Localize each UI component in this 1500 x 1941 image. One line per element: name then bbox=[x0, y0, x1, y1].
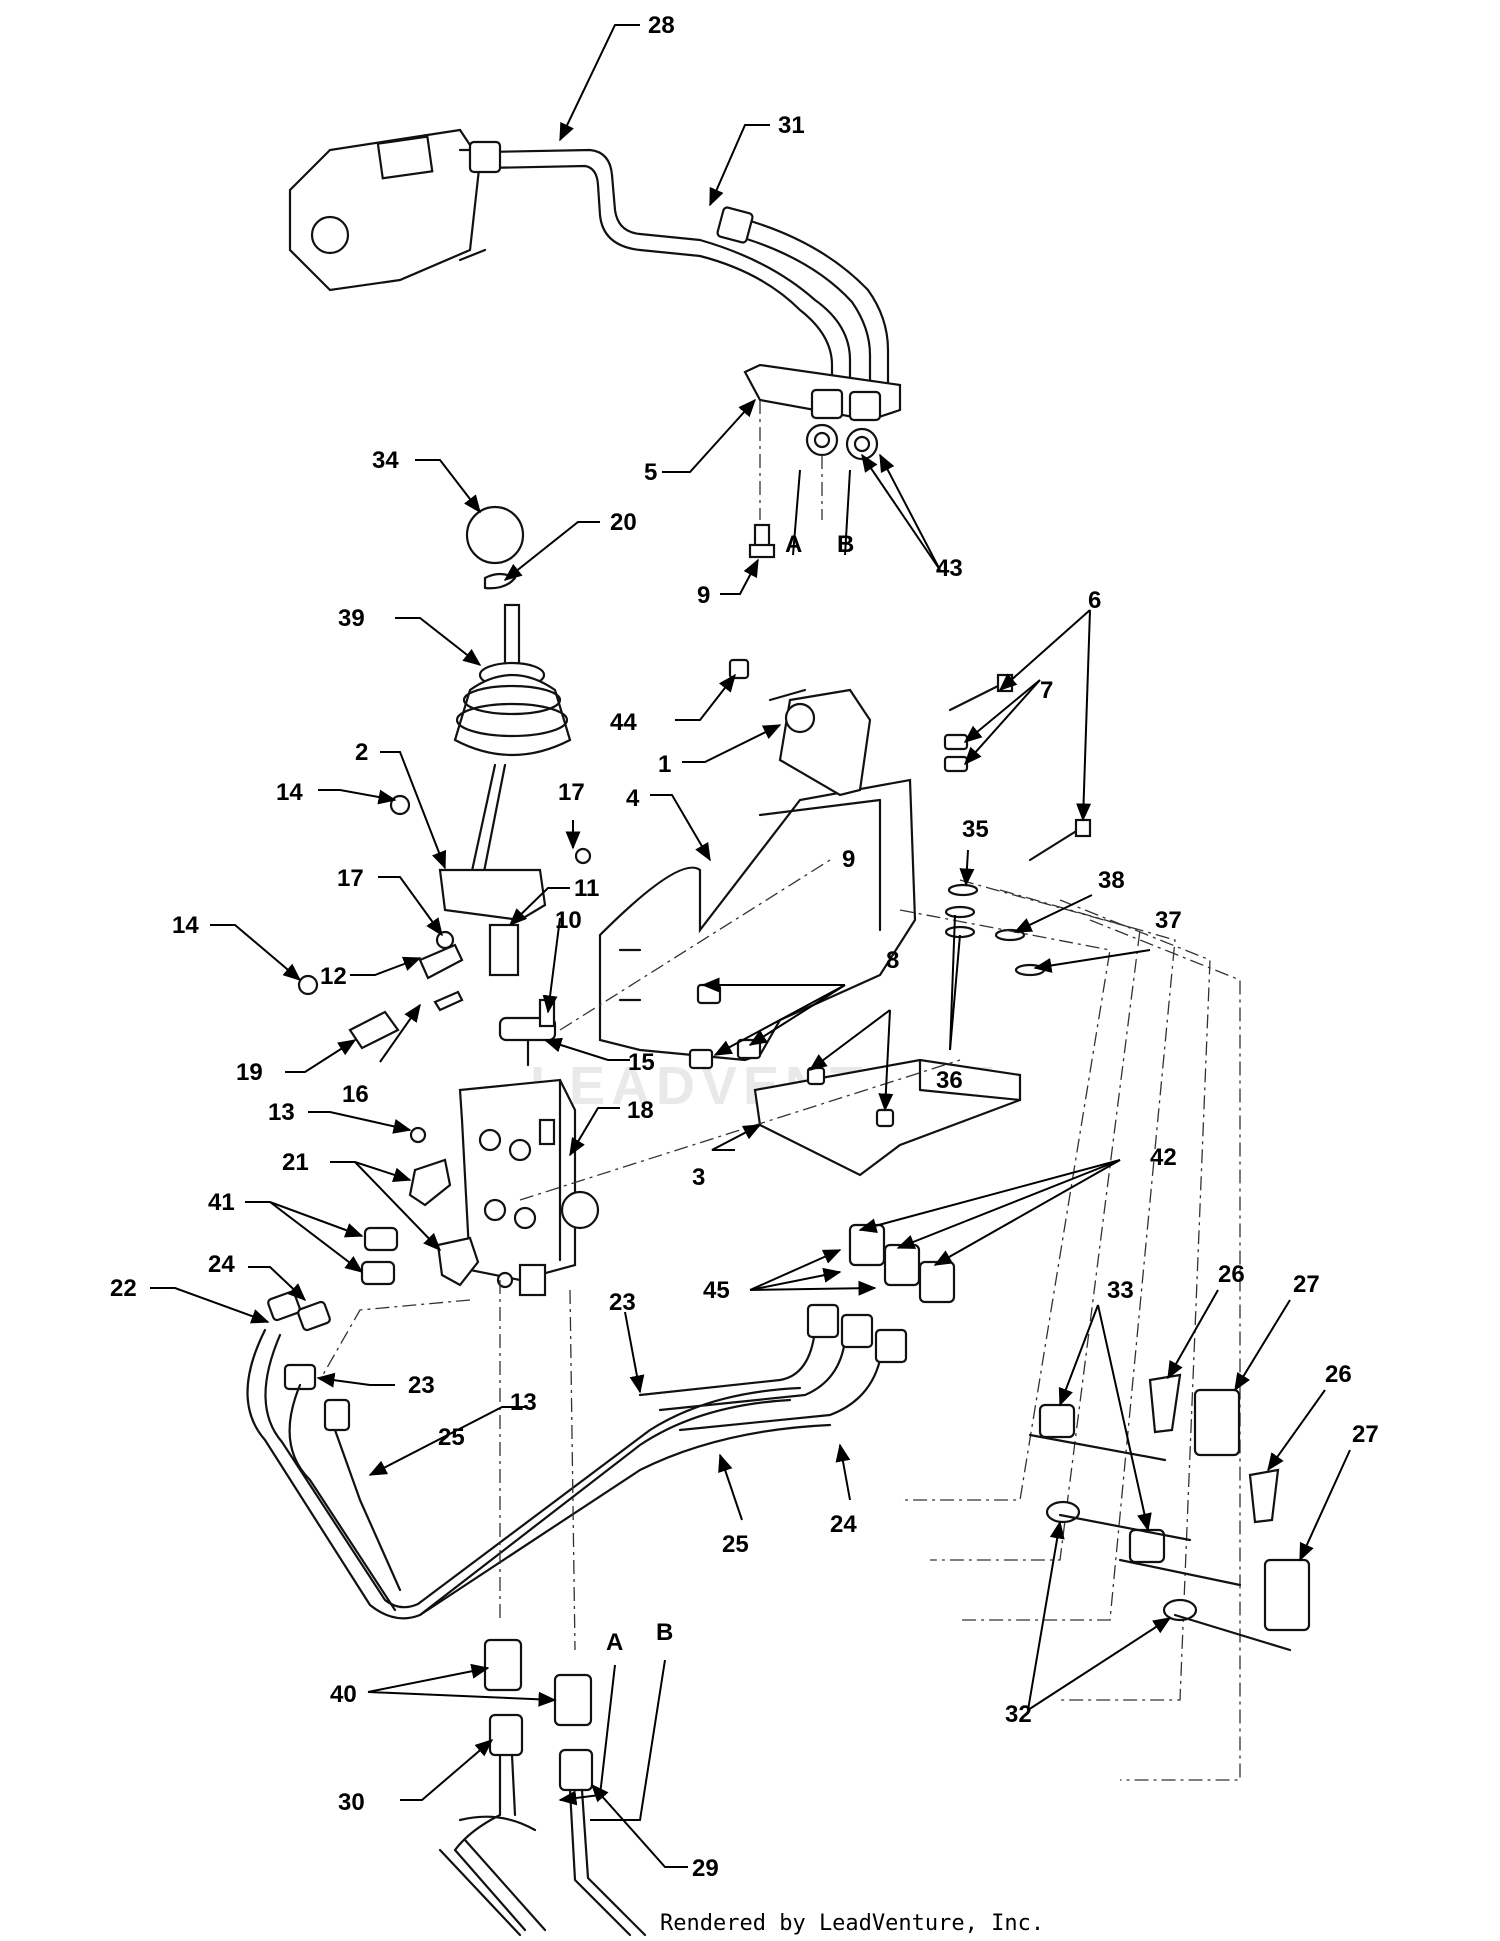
callout-11: 11 bbox=[574, 875, 599, 902]
clamps-part-32 bbox=[1045, 1500, 1292, 1652]
screws-part-7 bbox=[943, 733, 969, 773]
callout-6: 6 bbox=[1088, 587, 1101, 614]
callout-16: 16 bbox=[342, 1081, 369, 1108]
callout-12: 12 bbox=[320, 963, 347, 990]
callout-5: 5 bbox=[644, 459, 657, 486]
spacer-part-44 bbox=[728, 658, 750, 680]
callout-37: 37 bbox=[1155, 907, 1182, 934]
render-credit: Rendered by LeadVenture, Inc. bbox=[660, 1911, 1044, 1936]
callout-leaders bbox=[150, 24, 1351, 1868]
callout-24-lower: 24 bbox=[830, 1511, 857, 1538]
callout-17-lower: 17 bbox=[337, 865, 364, 892]
callout-24-upper: 24 bbox=[208, 1251, 235, 1278]
callout-14-lower: 14 bbox=[172, 912, 199, 939]
port-label-a-top: A bbox=[785, 531, 802, 558]
callout-1: 1 bbox=[658, 751, 671, 778]
pressure-lines-28-31 bbox=[468, 140, 890, 397]
bolt-part-19 bbox=[348, 1010, 400, 1050]
tube-part-29 bbox=[438, 1748, 647, 1937]
callout-7: 7 bbox=[1040, 677, 1053, 704]
callout-34: 34 bbox=[372, 447, 399, 474]
callout-45: 45 bbox=[703, 1277, 730, 1304]
fittings-part-41 bbox=[360, 1226, 399, 1286]
callout-42: 42 bbox=[1150, 1144, 1177, 1171]
callout-2: 2 bbox=[355, 739, 368, 766]
callout-4: 4 bbox=[626, 785, 640, 812]
cover-plate-part-4 bbox=[598, 778, 917, 1062]
nut-part-14-lower bbox=[297, 974, 319, 996]
callout-23-upper: 23 bbox=[609, 1289, 636, 1316]
ring-part-17-upper bbox=[574, 847, 592, 865]
callout-26-upper: 26 bbox=[1218, 1261, 1245, 1288]
callout-30: 30 bbox=[338, 1789, 365, 1816]
callout-32: 32 bbox=[1005, 1701, 1032, 1728]
block-part-11 bbox=[488, 923, 520, 977]
port-label-b-bottom: B bbox=[656, 1619, 673, 1646]
callout-27-lower: 27 bbox=[1352, 1421, 1379, 1448]
lever-part-2 bbox=[438, 763, 547, 922]
elbow-fittings-part-21 bbox=[408, 1158, 480, 1287]
hose-lines-22-25 bbox=[246, 1290, 908, 1620]
clamp-insert-part-26-upper bbox=[1148, 1373, 1182, 1434]
callout-19: 19 bbox=[236, 1059, 263, 1086]
port-label-b-top: B bbox=[837, 531, 854, 558]
callout-39: 39 bbox=[338, 605, 365, 632]
screw-part-13-lower bbox=[496, 1271, 514, 1289]
bolt-part-8-b bbox=[875, 1108, 895, 1128]
callout-labels: 28 31 5 34 20 A B 43 9 39 6 7 44 1 4 2 1… bbox=[110, 12, 1379, 1882]
washer-part-35 bbox=[947, 883, 979, 897]
bracket-part-5 bbox=[743, 363, 902, 461]
callout-21: 21 bbox=[282, 1149, 309, 1176]
pin-part-12 bbox=[418, 943, 464, 980]
bolt-part-9-top bbox=[748, 523, 776, 559]
control-valve-part-18 bbox=[458, 1078, 600, 1297]
washer-part-36-a bbox=[944, 905, 976, 919]
lever-boot-part-39 bbox=[453, 603, 572, 757]
clamp-insert-part-26-lower bbox=[1248, 1468, 1280, 1524]
clamp-half-part-27-upper bbox=[1193, 1388, 1241, 1457]
callout-40: 40 bbox=[330, 1681, 357, 1708]
callout-9-top: 9 bbox=[697, 582, 710, 609]
callout-14-upper: 14 bbox=[276, 779, 303, 806]
callout-13-upper: 13 bbox=[268, 1099, 295, 1126]
callout-23-lower: 23 bbox=[408, 1372, 435, 1399]
tube-part-30 bbox=[453, 1713, 537, 1932]
knob-part-34 bbox=[465, 505, 525, 565]
pin-part-16 bbox=[433, 990, 464, 1012]
callout-38: 38 bbox=[1098, 867, 1125, 894]
screw-part-13-upper bbox=[409, 1126, 427, 1144]
callout-3: 3 bbox=[692, 1164, 705, 1191]
clamp-half-part-27-lower bbox=[1263, 1558, 1311, 1632]
callout-22: 22 bbox=[110, 1275, 137, 1302]
callout-10: 10 bbox=[555, 907, 582, 934]
callout-29: 29 bbox=[692, 1855, 719, 1882]
callout-25-upper: 25 bbox=[438, 1424, 465, 1451]
callout-43: 43 bbox=[936, 555, 963, 582]
ring-part-17-lower bbox=[435, 930, 455, 950]
callout-33: 33 bbox=[1107, 1277, 1134, 1304]
port-label-a-bottom: A bbox=[606, 1629, 623, 1656]
callout-41: 41 bbox=[208, 1189, 235, 1216]
callout-35: 35 bbox=[962, 816, 989, 843]
callout-9-middle: 9 bbox=[842, 846, 855, 873]
callout-27-upper: 27 bbox=[1293, 1271, 1320, 1298]
callout-15: 15 bbox=[628, 1049, 655, 1076]
callout-13-lower: 13 bbox=[510, 1389, 537, 1416]
callout-36: 36 bbox=[936, 1067, 963, 1094]
callout-8: 8 bbox=[886, 947, 899, 974]
callout-20: 20 bbox=[610, 509, 637, 536]
adapters-part-40 bbox=[483, 1638, 593, 1727]
callout-25-lower: 25 bbox=[722, 1531, 749, 1558]
bracket-part-1 bbox=[768, 688, 872, 797]
callout-17-upper: 17 bbox=[558, 779, 585, 806]
callout-18: 18 bbox=[627, 1097, 654, 1124]
callout-26-lower: 26 bbox=[1325, 1361, 1352, 1388]
clamps-part-33 bbox=[1028, 1403, 1242, 1587]
callout-44: 44 bbox=[610, 709, 637, 736]
pump-part-28 bbox=[288, 128, 487, 292]
nut-part-14-upper bbox=[389, 794, 411, 816]
callout-31: 31 bbox=[778, 112, 805, 139]
callout-28: 28 bbox=[648, 12, 675, 39]
